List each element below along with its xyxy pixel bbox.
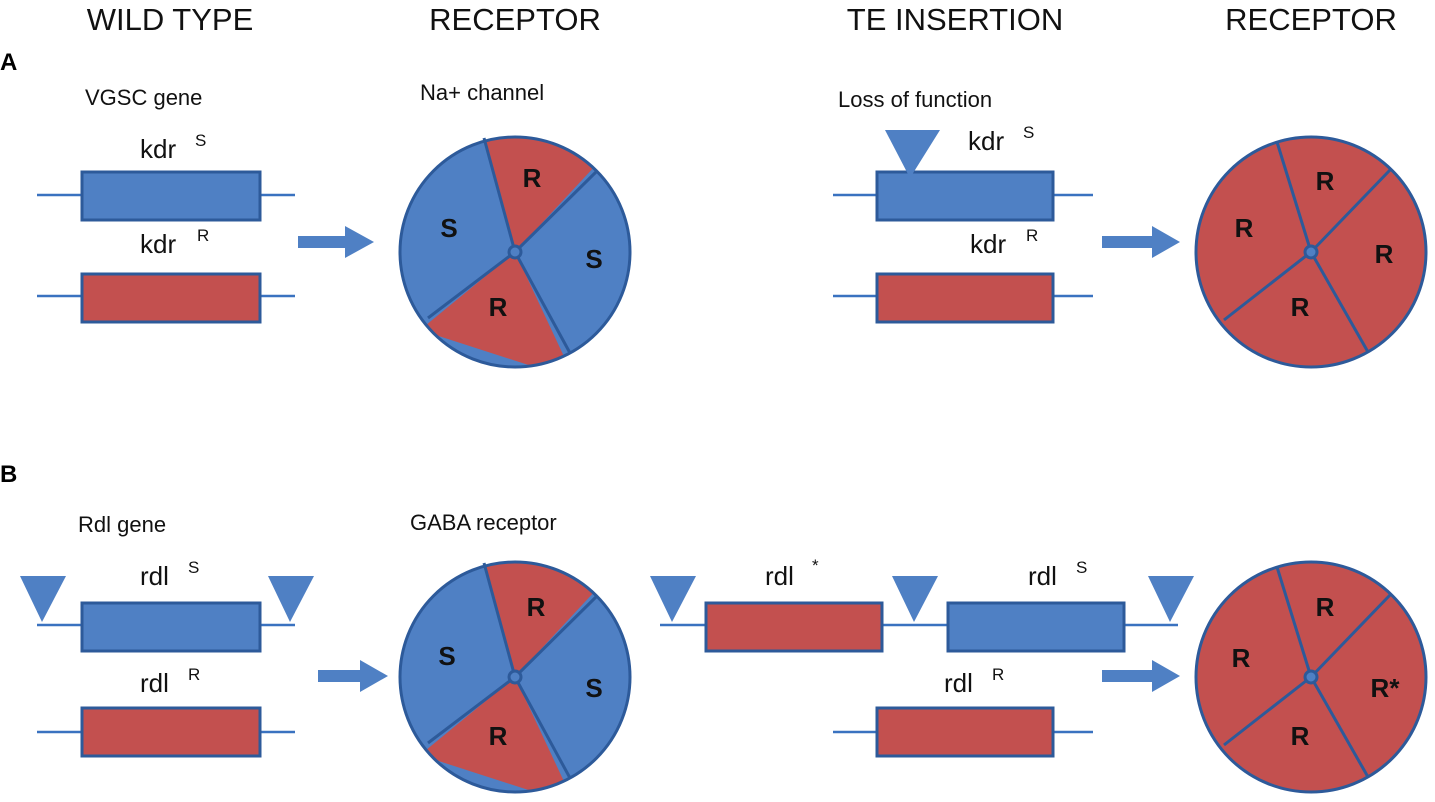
gene-label-sup: R <box>992 665 1004 684</box>
gene-label-sup: R <box>197 226 209 245</box>
transposable-element-icon <box>1148 576 1194 622</box>
segment-label: R* <box>1371 673 1401 703</box>
segment-label: R <box>489 721 508 751</box>
gene-label: rdl <box>140 561 169 591</box>
gene-kdr-r-te: kdr R <box>833 226 1093 324</box>
gene-rdl-s-wt: rdl S <box>20 558 314 653</box>
gene-kdr-s-wt: kdr S <box>37 131 295 222</box>
segment-label: R <box>1291 292 1310 322</box>
arrow-icon <box>1102 226 1180 258</box>
gene-label: kdr <box>968 126 1004 156</box>
loss-of-function-caption: Loss of function <box>838 87 992 112</box>
gene-rdl-r-wt: rdl R <box>37 665 295 758</box>
segment-label: S <box>440 213 457 243</box>
transposable-element-icon <box>268 576 314 622</box>
gene-label-sup: R <box>1026 226 1038 245</box>
segment-label: R <box>1316 166 1335 196</box>
gene-kdr-r-wt: kdr R <box>37 226 295 324</box>
panel-b-label: B <box>0 461 17 488</box>
header-te-insertion: TE INSERTION <box>847 2 1063 37</box>
transposable-element-icon <box>892 576 938 622</box>
gene-label: rdl <box>1028 561 1057 591</box>
arrow-icon <box>298 226 374 258</box>
header-wild-type: WILD TYPE <box>87 2 254 37</box>
gene-kdr-s-te: kdr S <box>833 123 1093 222</box>
gene-label: rdl <box>140 668 169 698</box>
segment-label: R <box>1291 721 1310 751</box>
segment-label: S <box>585 673 602 703</box>
gene-label-sup: R <box>188 665 200 684</box>
transposable-element-icon <box>650 576 696 622</box>
segment-label: R <box>1316 592 1335 622</box>
gene-label-sup: S <box>1023 123 1034 142</box>
segment-label: R <box>527 592 546 622</box>
vgsc-gene-caption: VGSC gene <box>85 85 202 110</box>
gene-label-sup: * <box>812 556 819 575</box>
transposable-element-icon <box>885 130 940 178</box>
segment-label: R <box>489 292 508 322</box>
gene-label: rdl <box>944 668 973 698</box>
receptor-gaba-wt: R S R S <box>398 560 632 794</box>
header-receptor-1: RECEPTOR <box>429 2 601 37</box>
gaba-receptor-caption: GABA receptor <box>410 510 557 535</box>
segment-label: R <box>523 163 542 193</box>
arrow-icon <box>318 660 388 692</box>
na-channel-caption: Na+ channel <box>420 80 544 105</box>
header-receptor-2: RECEPTOR <box>1225 2 1397 37</box>
gene-label-sup: S <box>195 131 206 150</box>
transposable-element-icon <box>20 576 66 622</box>
rdl-gene-caption: Rdl gene <box>78 512 166 537</box>
gene-label-sup: S <box>188 558 199 577</box>
gene-label: kdr <box>140 134 176 164</box>
segment-label: R <box>1235 213 1254 243</box>
panel-a-label: A <box>0 49 17 76</box>
gene-rdl-r-te: rdl R <box>833 665 1093 758</box>
segment-label: S <box>438 641 455 671</box>
receptor-gaba-te: R R R R* <box>1194 560 1428 794</box>
gene-label: rdl <box>765 561 794 591</box>
receptor-na-channel-wt: R S R S <box>398 135 632 369</box>
gene-label-sup: S <box>1076 558 1087 577</box>
arrow-icon <box>1102 660 1180 692</box>
gene-label: kdr <box>970 229 1006 259</box>
segment-label: R <box>1375 239 1394 269</box>
gene-rdl-duplication: rdl * rdl S <box>650 556 1194 653</box>
segment-label: S <box>585 244 602 274</box>
segment-label: R <box>1232 643 1251 673</box>
gene-label: kdr <box>140 229 176 259</box>
receptor-na-channel-te: R R R R <box>1194 135 1428 369</box>
